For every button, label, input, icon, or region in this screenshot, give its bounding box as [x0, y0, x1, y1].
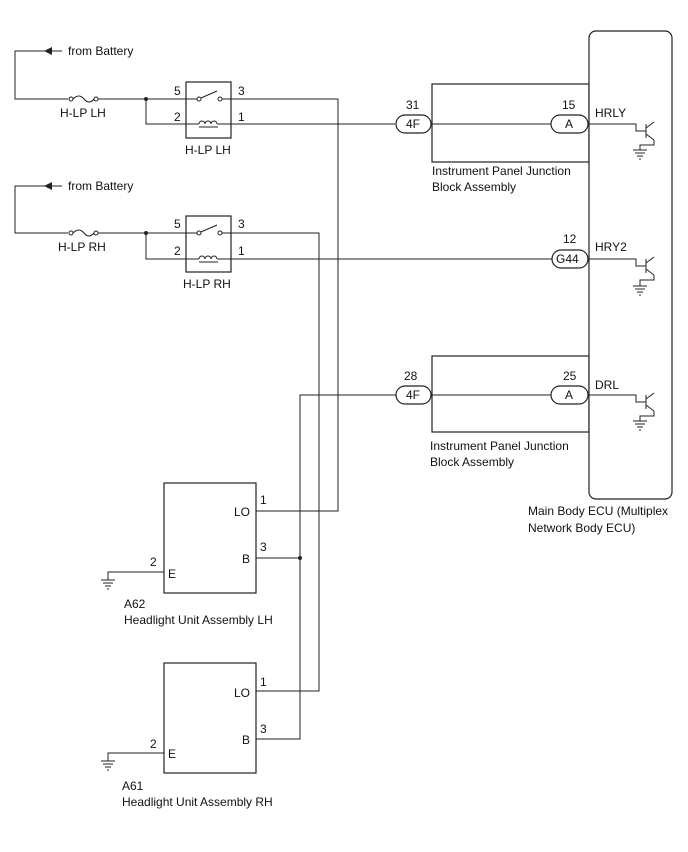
relay-rh-label: H-LP RH [183, 277, 231, 291]
connector-g44-label: G44 [556, 252, 579, 266]
connector-g44-pin: 12 [563, 232, 577, 246]
transistor-hry2: HRY2 [588, 240, 655, 296]
connector-a-top: A 15 [550, 98, 589, 134]
ecu-label-2: Network Body ECU) [528, 521, 635, 535]
signal-drl: DRL [595, 378, 619, 392]
junction-block-top-label-1: Instrument Panel Junction [432, 164, 571, 178]
fuse-rh: H-LP RH [58, 229, 106, 254]
ground-icon [633, 149, 647, 160]
headlight-rh-name: Headlight Unit Assembly RH [122, 795, 273, 809]
headlight-lh-name: Headlight Unit Assembly LH [124, 613, 273, 627]
headlight-rh-pin-b: 3 [260, 722, 267, 736]
connector-4f-bottom-label: 4F [406, 388, 420, 402]
relay-lh-pin-2: 2 [174, 110, 181, 124]
junction-block-bottom: Instrument Panel Junction Block Assembly [430, 355, 590, 469]
headlight-lh-pin-b: 3 [260, 540, 267, 554]
headlight-lh-b: B [242, 552, 250, 566]
headlight-lh-pin-lo: 1 [260, 493, 267, 507]
relay-rh-pin-5: 5 [174, 217, 181, 231]
connector-4f-top-label: 4F [406, 117, 420, 131]
junction-block-bottom-label-2: Block Assembly [430, 455, 514, 469]
connector-a-bottom-pin: 25 [563, 369, 577, 383]
arrow-left-icon [44, 182, 52, 190]
relay-rh-pin-3: 3 [238, 217, 245, 231]
ground-icon [633, 420, 647, 431]
battery-feed-rh: from Battery [14, 179, 133, 234]
ground-icon [101, 760, 115, 771]
ground-icon [101, 579, 115, 590]
connector-4f-bottom-pin: 28 [404, 369, 418, 383]
headlight-lh-lo: LO [234, 505, 250, 519]
relay-rh: 5 3 2 1 H-LP RH [174, 215, 245, 291]
headlight-lh-code: A62 [124, 597, 146, 611]
connector-4f-top: 4F 31 [395, 98, 432, 134]
fuse-label-rh: H-LP RH [58, 240, 106, 254]
connector-4f-bottom: 4F 28 [395, 369, 432, 405]
relay-rh-pin-2: 2 [174, 244, 181, 258]
connector-4f-top-pin: 31 [406, 98, 420, 112]
relay-coil-icon [198, 120, 218, 125]
headlight-rh-e: E [168, 747, 176, 761]
junction-block-top-label-2: Block Assembly [432, 180, 516, 194]
headlight-lh-e: E [168, 567, 176, 581]
ground-icon [633, 285, 647, 296]
headlight-rh-b: B [242, 733, 250, 747]
main-body-ecu: Main Body ECU (Multiplex Network Body EC… [528, 30, 673, 535]
relay-lh-pin-5: 5 [174, 84, 181, 98]
headlight-rh: LO B E 1 3 2 A61 Headlight Unit Assembly… [122, 662, 273, 809]
signal-hry2: HRY2 [595, 240, 627, 254]
arrow-left-icon [44, 47, 52, 55]
battery-label-rh: from Battery [68, 179, 133, 193]
battery-feed-lh: from Battery [14, 44, 133, 100]
connector-a-bottom: A 25 [550, 369, 589, 405]
headlight-lh: LO B E 1 3 2 A62 Headlight Unit Assembly… [124, 482, 273, 627]
junction-block-bottom-label-1: Instrument Panel Junction [430, 439, 569, 453]
relay-lh-pin-1: 1 [238, 110, 245, 124]
headlight-rh-code: A61 [122, 779, 144, 793]
relay-lh-pin-3: 3 [238, 84, 245, 98]
headlight-rh-lo: LO [234, 686, 250, 700]
transistor-drl: DRL [589, 378, 655, 431]
signal-hrly: HRLY [595, 106, 626, 120]
relay-coil-icon [198, 255, 218, 260]
headlight-rh-pin-lo: 1 [260, 675, 267, 689]
battery-label-lh: from Battery [68, 44, 133, 58]
headlight-lh-pin-e: 2 [150, 555, 157, 569]
connector-a-top-pin: 15 [562, 98, 576, 112]
connector-a-top-label: A [565, 117, 573, 131]
fuse-lh: H-LP LH [60, 95, 106, 120]
transistor-hrly: HRLY [589, 106, 655, 160]
headlight-rh-pin-e: 2 [150, 737, 157, 751]
ecu-label-1: Main Body ECU (Multiplex [528, 504, 668, 518]
relay-lh-label: H-LP LH [185, 143, 231, 157]
connector-a-bottom-label: A [565, 388, 573, 402]
relay-rh-pin-1: 1 [238, 244, 245, 258]
fuse-label-lh: H-LP LH [60, 106, 106, 120]
relay-lh: 5 3 2 1 H-LP LH [174, 81, 245, 157]
connector-g44: G44 12 [551, 232, 589, 269]
